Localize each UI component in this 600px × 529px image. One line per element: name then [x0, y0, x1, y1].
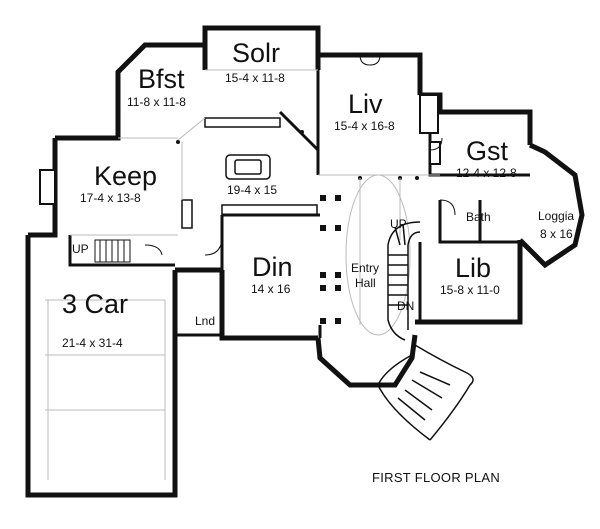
- room-name-gst: Gst: [466, 136, 509, 166]
- gst-fireplace: [429, 141, 441, 165]
- room-dims-keep: 17-4 x 13-8: [80, 191, 141, 205]
- entry-hall-line1: Entry: [351, 261, 379, 275]
- kitchen-island: [225, 154, 271, 180]
- room-name-solr: Solr: [232, 38, 280, 68]
- room-name-lnd: Lnd: [195, 314, 215, 328]
- room-name-liv: Liv: [348, 89, 383, 119]
- room-dims-liv: 15-4 x 16-8: [334, 119, 395, 133]
- room-name-keep: Keep: [94, 161, 157, 191]
- doors: [144, 54, 456, 256]
- kitchen-fixtures: [181, 117, 318, 229]
- room-dims-car: 21-4 x 31-4: [62, 336, 123, 350]
- garage-stair-up-label: UP: [72, 242, 89, 256]
- room-name-din: Din: [252, 252, 293, 282]
- front-steps: [377, 344, 474, 441]
- room-name-car: 3 Car: [62, 289, 128, 319]
- columns: [176, 130, 419, 324]
- stair-down-label: DN: [397, 299, 414, 313]
- room-name-lib: Lib: [455, 253, 491, 283]
- keep-fireplace: [39, 169, 56, 205]
- fireplaces: [39, 94, 441, 205]
- garage-stair: [94, 239, 131, 263]
- stair-up-label: UP: [390, 217, 407, 231]
- entry-hall-line2: Hall: [355, 276, 376, 290]
- room-dims-lib: 15-8 x 11-0: [440, 283, 500, 297]
- liv-fireplace: [419, 94, 439, 134]
- room-dims-kitchen: 19-4 x 15: [227, 183, 277, 197]
- room-labels: Solr 15-4 x 11-8 Bfst 11-8 x 11-8 Liv 15…: [62, 38, 574, 350]
- room-dims-loggia: 8 x 16: [540, 227, 573, 241]
- ceiling-lines: [45, 69, 440, 480]
- plan-title: FIRST FLOOR PLAN: [372, 470, 500, 485]
- main-stair: [387, 221, 421, 341]
- room-dims-solr: 15-4 x 11-8: [225, 71, 285, 85]
- room-name-bath: Bath: [466, 210, 491, 224]
- room-dims-din: 14 x 16: [251, 282, 291, 296]
- room-name-bfst: Bfst: [138, 64, 185, 94]
- room-dims-bfst: 11-8 x 11-8: [127, 95, 186, 109]
- room-dims-gst: 12-4 x 12-8: [456, 166, 517, 180]
- room-name-loggia: Loggia: [538, 209, 574, 223]
